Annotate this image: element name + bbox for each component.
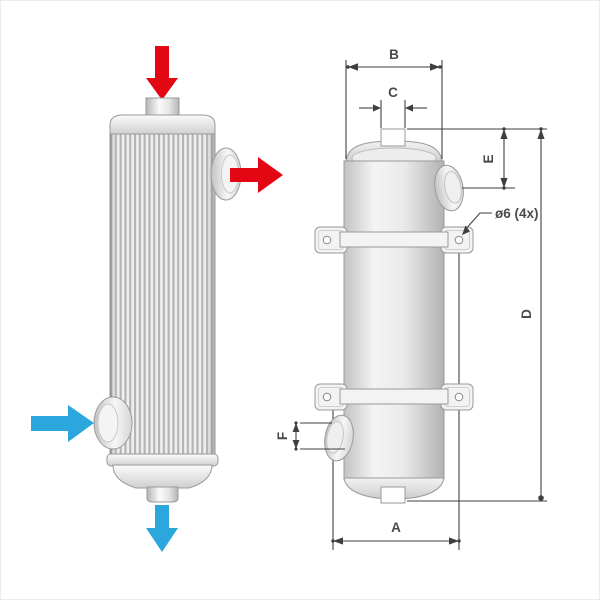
hot-inlet-arrow-icon	[146, 46, 178, 100]
mount-strap-upper	[339, 231, 449, 248]
dim-C: C	[359, 85, 427, 128]
cold-outlet-arrow-icon	[146, 505, 178, 552]
dim-B: B	[345, 47, 443, 159]
dim-F: F	[275, 421, 345, 451]
dim-label-B: B	[389, 47, 399, 62]
dim-E: E	[407, 127, 547, 190]
vessel-lower-side-port	[324, 414, 354, 462]
mount-hole-upper-left	[322, 235, 332, 245]
bottom-cap	[112, 464, 213, 489]
dim-A: A	[331, 520, 461, 545]
top-cap	[109, 114, 216, 135]
vessel-bottom-port	[380, 486, 406, 504]
top-port	[145, 97, 180, 116]
cold-inlet-arrow-icon	[31, 405, 94, 442]
mount-hole-lower-right	[454, 392, 464, 402]
vessel-top-port	[380, 128, 406, 147]
mount-bracket-upper	[314, 226, 474, 254]
bottom-rim	[106, 453, 219, 467]
pictorial-view	[31, 46, 283, 552]
hot-outlet-arrow-icon	[230, 157, 283, 193]
bottom-port	[146, 486, 179, 503]
dim-label-C: C	[388, 85, 398, 100]
mount-hole-label: ø6 (4x)	[495, 206, 539, 221]
dim-label-F: F	[275, 432, 290, 440]
mount-strap-lower	[339, 388, 449, 405]
mount-hole-callout: ø6 (4x)	[462, 206, 539, 235]
mount-bracket-lower	[314, 383, 474, 411]
vessel-upper-side-port	[434, 164, 464, 212]
dim-D: D	[407, 127, 547, 502]
dim-label-E: E	[481, 154, 496, 163]
mount-hole-lower-left	[322, 392, 332, 402]
dim-label-A: A	[391, 520, 401, 535]
mount-hole-upper-right	[454, 235, 464, 245]
dimension-view: B C E D	[275, 47, 547, 550]
vessel-body	[343, 160, 445, 480]
cold-inlet-port	[93, 396, 133, 450]
fin-body-shading	[110, 134, 215, 456]
dim-label-D: D	[519, 309, 534, 319]
